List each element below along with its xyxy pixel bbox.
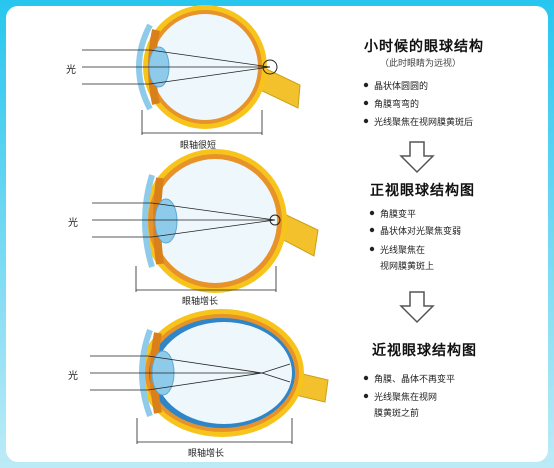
bullet-text: 晶状体对光聚焦变弱 bbox=[380, 227, 462, 237]
eye-child bbox=[82, 5, 301, 135]
lens bbox=[154, 198, 178, 244]
ray bbox=[149, 49, 271, 68]
focus-marker bbox=[269, 214, 281, 226]
bullet-dots bbox=[363, 82, 375, 399]
panel-subtitle: （此时眼睛为远视） bbox=[380, 59, 462, 69]
light-label: 光 bbox=[66, 65, 76, 76]
ray bbox=[261, 372, 291, 383]
axis-caption: 眼轴增长 bbox=[188, 449, 225, 459]
light-label: 光 bbox=[68, 371, 78, 382]
ray bbox=[147, 372, 263, 391]
bullet-text: 光线聚焦在视网 bbox=[374, 393, 438, 403]
ray bbox=[147, 355, 263, 374]
panel-title: 正视眼球结构图 bbox=[370, 183, 475, 199]
light-label: 光 bbox=[68, 218, 78, 229]
bullet-text: 光线聚焦在视网膜黄斑后 bbox=[374, 118, 474, 128]
ray bbox=[151, 202, 276, 221]
bullet-text: 角膜弯弯的 bbox=[374, 100, 420, 110]
panel-title: 小时候的眼球结构 bbox=[364, 39, 484, 55]
vitreous bbox=[153, 159, 277, 283]
bullet-text: 晶状体圆圆的 bbox=[374, 82, 429, 92]
ray bbox=[149, 66, 271, 85]
eye-normal bbox=[92, 149, 319, 293]
bullet-text: 光线聚焦在 bbox=[380, 246, 426, 256]
eye-myopia bbox=[90, 309, 329, 444]
panel-title: 近视眼球结构图 bbox=[372, 343, 477, 359]
ray bbox=[151, 219, 276, 238]
axis-caption: 眼轴增长 bbox=[182, 297, 219, 307]
axis-caption: 眼轴很短 bbox=[180, 141, 217, 151]
ray bbox=[261, 363, 291, 374]
bullet-text: 角膜、晶体不再变平 bbox=[374, 375, 456, 385]
cornea bbox=[142, 174, 155, 268]
bullet-text: 角膜变平 bbox=[380, 210, 417, 220]
down-arrow-icon bbox=[399, 291, 435, 324]
down-arrow-icon bbox=[399, 141, 435, 174]
bullet-text: 视网膜黄斑上 bbox=[380, 262, 435, 272]
focus-marker bbox=[262, 59, 278, 75]
bullet-text: 膜黄斑之前 bbox=[374, 409, 420, 419]
